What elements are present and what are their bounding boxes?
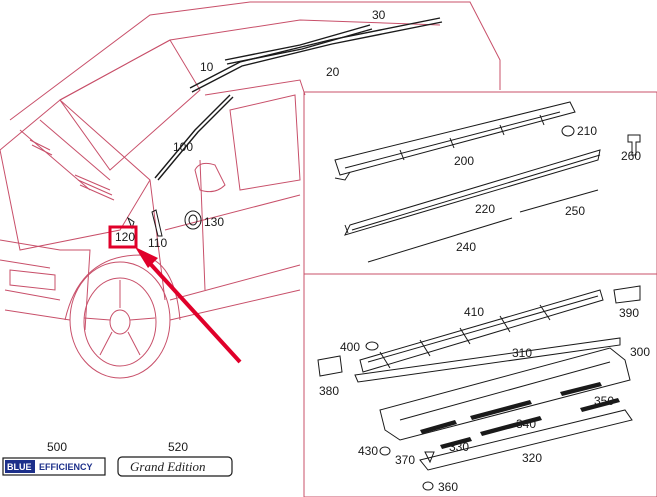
detail-boxes xyxy=(303,91,657,497)
car-illustration xyxy=(0,1,501,379)
badge-blue-word: BLUE xyxy=(7,462,32,472)
badge-grand-edition-text: Grand Edition xyxy=(130,459,205,474)
label-130: 130 xyxy=(204,215,224,229)
label-100: 100 xyxy=(173,140,193,154)
highlight-part-120[interactable]: 120 xyxy=(108,225,138,249)
highlight-label: 120 xyxy=(115,230,135,244)
label-220: 220 xyxy=(475,202,495,216)
highlight-arrow xyxy=(135,247,242,364)
label-340: 340 xyxy=(516,417,536,431)
part-labels: 10 20 30 100 110 130 200 210 220 240 250… xyxy=(148,8,650,494)
badge-500-number: 500 xyxy=(47,440,67,454)
label-390: 390 xyxy=(619,306,639,320)
label-110: 110 xyxy=(148,236,167,250)
rubber-strips xyxy=(420,382,620,449)
label-370: 370 xyxy=(395,453,415,467)
label-400: 400 xyxy=(340,340,360,354)
label-30: 30 xyxy=(372,8,386,22)
badge-blue-efficiency: 500 BLUE EFFICIENCY xyxy=(2,440,106,476)
label-240: 240 xyxy=(456,240,476,254)
label-380: 380 xyxy=(319,384,339,398)
label-250: 250 xyxy=(565,204,585,218)
label-320: 320 xyxy=(522,451,542,465)
label-10: 10 xyxy=(200,60,214,74)
badge-520-number: 520 xyxy=(168,440,188,454)
trim-clip-parts xyxy=(126,209,202,237)
label-260: 260 xyxy=(621,149,641,163)
upper-box-parts xyxy=(334,101,641,263)
label-200: 200 xyxy=(454,154,474,168)
label-330: 330 xyxy=(449,440,469,454)
label-210: 210 xyxy=(577,124,597,138)
lower-box-parts xyxy=(317,285,641,491)
badge-grand-edition: 520 Grand Edition xyxy=(117,440,233,477)
label-430: 430 xyxy=(358,444,378,458)
label-300: 300 xyxy=(630,345,650,359)
label-350: 350 xyxy=(594,394,614,408)
roof-rails xyxy=(154,17,443,181)
badge-efficiency-word: EFFICIENCY xyxy=(39,462,93,472)
label-360: 360 xyxy=(438,480,458,494)
label-410: 410 xyxy=(464,305,484,319)
label-20: 20 xyxy=(326,65,340,79)
label-310: 310 xyxy=(512,346,532,360)
